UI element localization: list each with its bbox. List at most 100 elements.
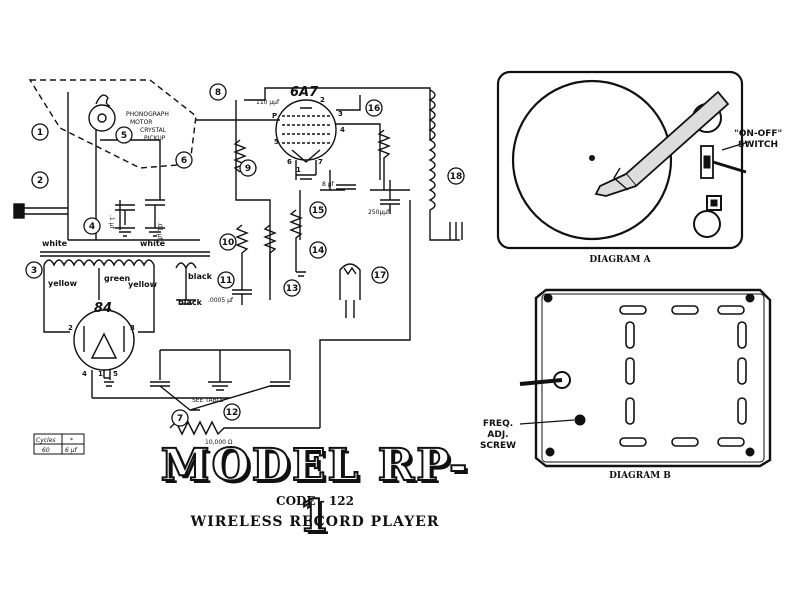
model-subtitle: WIRELESS RECORD PLAYER <box>190 514 440 530</box>
pickup-label: PICKUP <box>144 135 166 142</box>
callout-12-label: 12 <box>226 408 239 418</box>
callout-11 <box>217 271 235 289</box>
rect-pin-2: 2 <box>68 324 73 332</box>
transformer-core <box>40 251 210 257</box>
callout-15-label: 15 <box>312 206 325 216</box>
callout-18 <box>447 167 465 185</box>
callout-6-label: 6 <box>181 156 187 166</box>
callout-8-label: 8 <box>215 88 221 98</box>
callout-16-label: 16 <box>368 104 381 114</box>
model-title: MODEL RP-1 <box>160 439 470 543</box>
callout-9 <box>239 159 257 177</box>
pin-2: 2 <box>320 96 325 104</box>
pin-7: 7 <box>318 158 323 166</box>
rect-pin-4: 4 <box>82 370 87 378</box>
freq-adj-screw <box>574 414 586 426</box>
wire-yellow-right: yellow <box>128 280 158 289</box>
callout-10 <box>219 233 237 251</box>
cycles-header: Cycles <box>36 437 56 444</box>
resistor-9 <box>233 139 247 173</box>
callout-4 <box>83 217 101 235</box>
freq-label-2: ADJ. <box>487 430 508 440</box>
cap-250-label: 250μμf <box>368 209 390 216</box>
callout-17-label: 17 <box>374 271 387 281</box>
transformer-primary <box>43 259 155 267</box>
pin-1: 1 <box>296 166 301 174</box>
main-tube <box>275 99 337 161</box>
callout-14 <box>309 241 327 259</box>
callout-2-label: 2 <box>37 176 43 186</box>
res-10000-label: 10,000 Ω <box>205 439 233 446</box>
callout-1 <box>31 123 49 141</box>
cap-0005-label: .0005 μf <box>208 297 234 304</box>
power-cord <box>519 378 563 386</box>
cycles-star: * <box>70 437 73 444</box>
callout-13-label: 13 <box>286 284 299 294</box>
callout-16 <box>365 99 383 117</box>
cap-1-label: .1 μf <box>108 215 115 229</box>
callout-8 <box>209 83 227 101</box>
model-code: CODE - 122 <box>276 494 354 508</box>
rect-pin-1: 1 <box>98 370 103 378</box>
diagram-a-caption: DIAGRAM A <box>589 255 651 265</box>
freq-label-3: SCREW <box>480 441 516 451</box>
switch-label-2: SWITCH <box>738 140 778 150</box>
callout-10-label: 10 <box>222 238 235 248</box>
platter <box>511 79 673 241</box>
callout-7 <box>171 409 189 427</box>
diagram-a-base <box>496 70 744 250</box>
callout-12 <box>223 403 241 421</box>
callout-4-label: 4 <box>89 222 95 232</box>
callout-6 <box>175 151 193 169</box>
cap-8-label: 8 μf <box>322 181 335 188</box>
cap-top-label: 110 μμf <box>256 99 280 106</box>
callout-7-label: 7 <box>177 414 183 424</box>
wire-white-left: white <box>42 239 68 248</box>
motor-symbol <box>88 104 116 132</box>
pin-4: 4 <box>340 126 345 134</box>
cap-01-label: .01 μf <box>156 222 163 240</box>
wire-yellow-left: yellow <box>48 279 78 288</box>
crystal-label: CRYSTAL <box>140 127 167 134</box>
callout-17 <box>371 266 389 284</box>
motor-label: MOTOR <box>130 119 152 126</box>
wire-green: green <box>104 274 131 283</box>
switch-label-1: "ON-OFF" <box>734 129 782 139</box>
motor-center <box>97 113 107 123</box>
cycles-60: 60 <box>42 447 50 454</box>
pin-3: 3 <box>338 110 343 118</box>
callout-9-label: 9 <box>245 164 251 174</box>
tube-84-label: 84 <box>94 301 112 316</box>
callout-13 <box>283 279 301 297</box>
filter-resistor <box>169 420 320 436</box>
see-table-label: SEE TABLE <box>192 397 224 404</box>
callout-11-label: 11 <box>220 276 233 286</box>
callout-14-label: 14 <box>312 246 325 256</box>
phonograph-label: PHONOGRAPH <box>126 111 169 118</box>
diagram-b-caption: DIAGRAM B <box>609 471 671 481</box>
callout-15 <box>309 201 327 219</box>
pin-6: 6 <box>287 158 292 166</box>
pilot-lamp <box>339 263 361 318</box>
callout-2 <box>31 171 49 189</box>
callout-3 <box>25 261 43 279</box>
callout-5-label: 5 <box>121 131 127 141</box>
pin-5: 5 <box>274 138 279 146</box>
diagram-a-knob <box>706 195 722 211</box>
rectifier-tube <box>73 309 135 371</box>
diagram-b-chassis <box>534 288 772 468</box>
rect-pin-3: 3 <box>130 324 135 332</box>
rect-pin-5: 5 <box>113 370 118 378</box>
callout-1-label: 1 <box>37 128 43 138</box>
wire-black-2: black <box>178 298 203 307</box>
pin-p: P <box>272 112 277 120</box>
callout-18-label: 18 <box>450 172 463 182</box>
tube-6a7-label: 6A7 <box>290 85 319 100</box>
callout-5 <box>115 126 133 144</box>
cycles-value: 6 μf <box>65 447 78 454</box>
freq-label-1: FREQ. <box>483 419 513 429</box>
phono-housing-dash <box>28 79 197 169</box>
output-coil <box>428 89 460 241</box>
callout-3-label: 3 <box>31 266 37 276</box>
